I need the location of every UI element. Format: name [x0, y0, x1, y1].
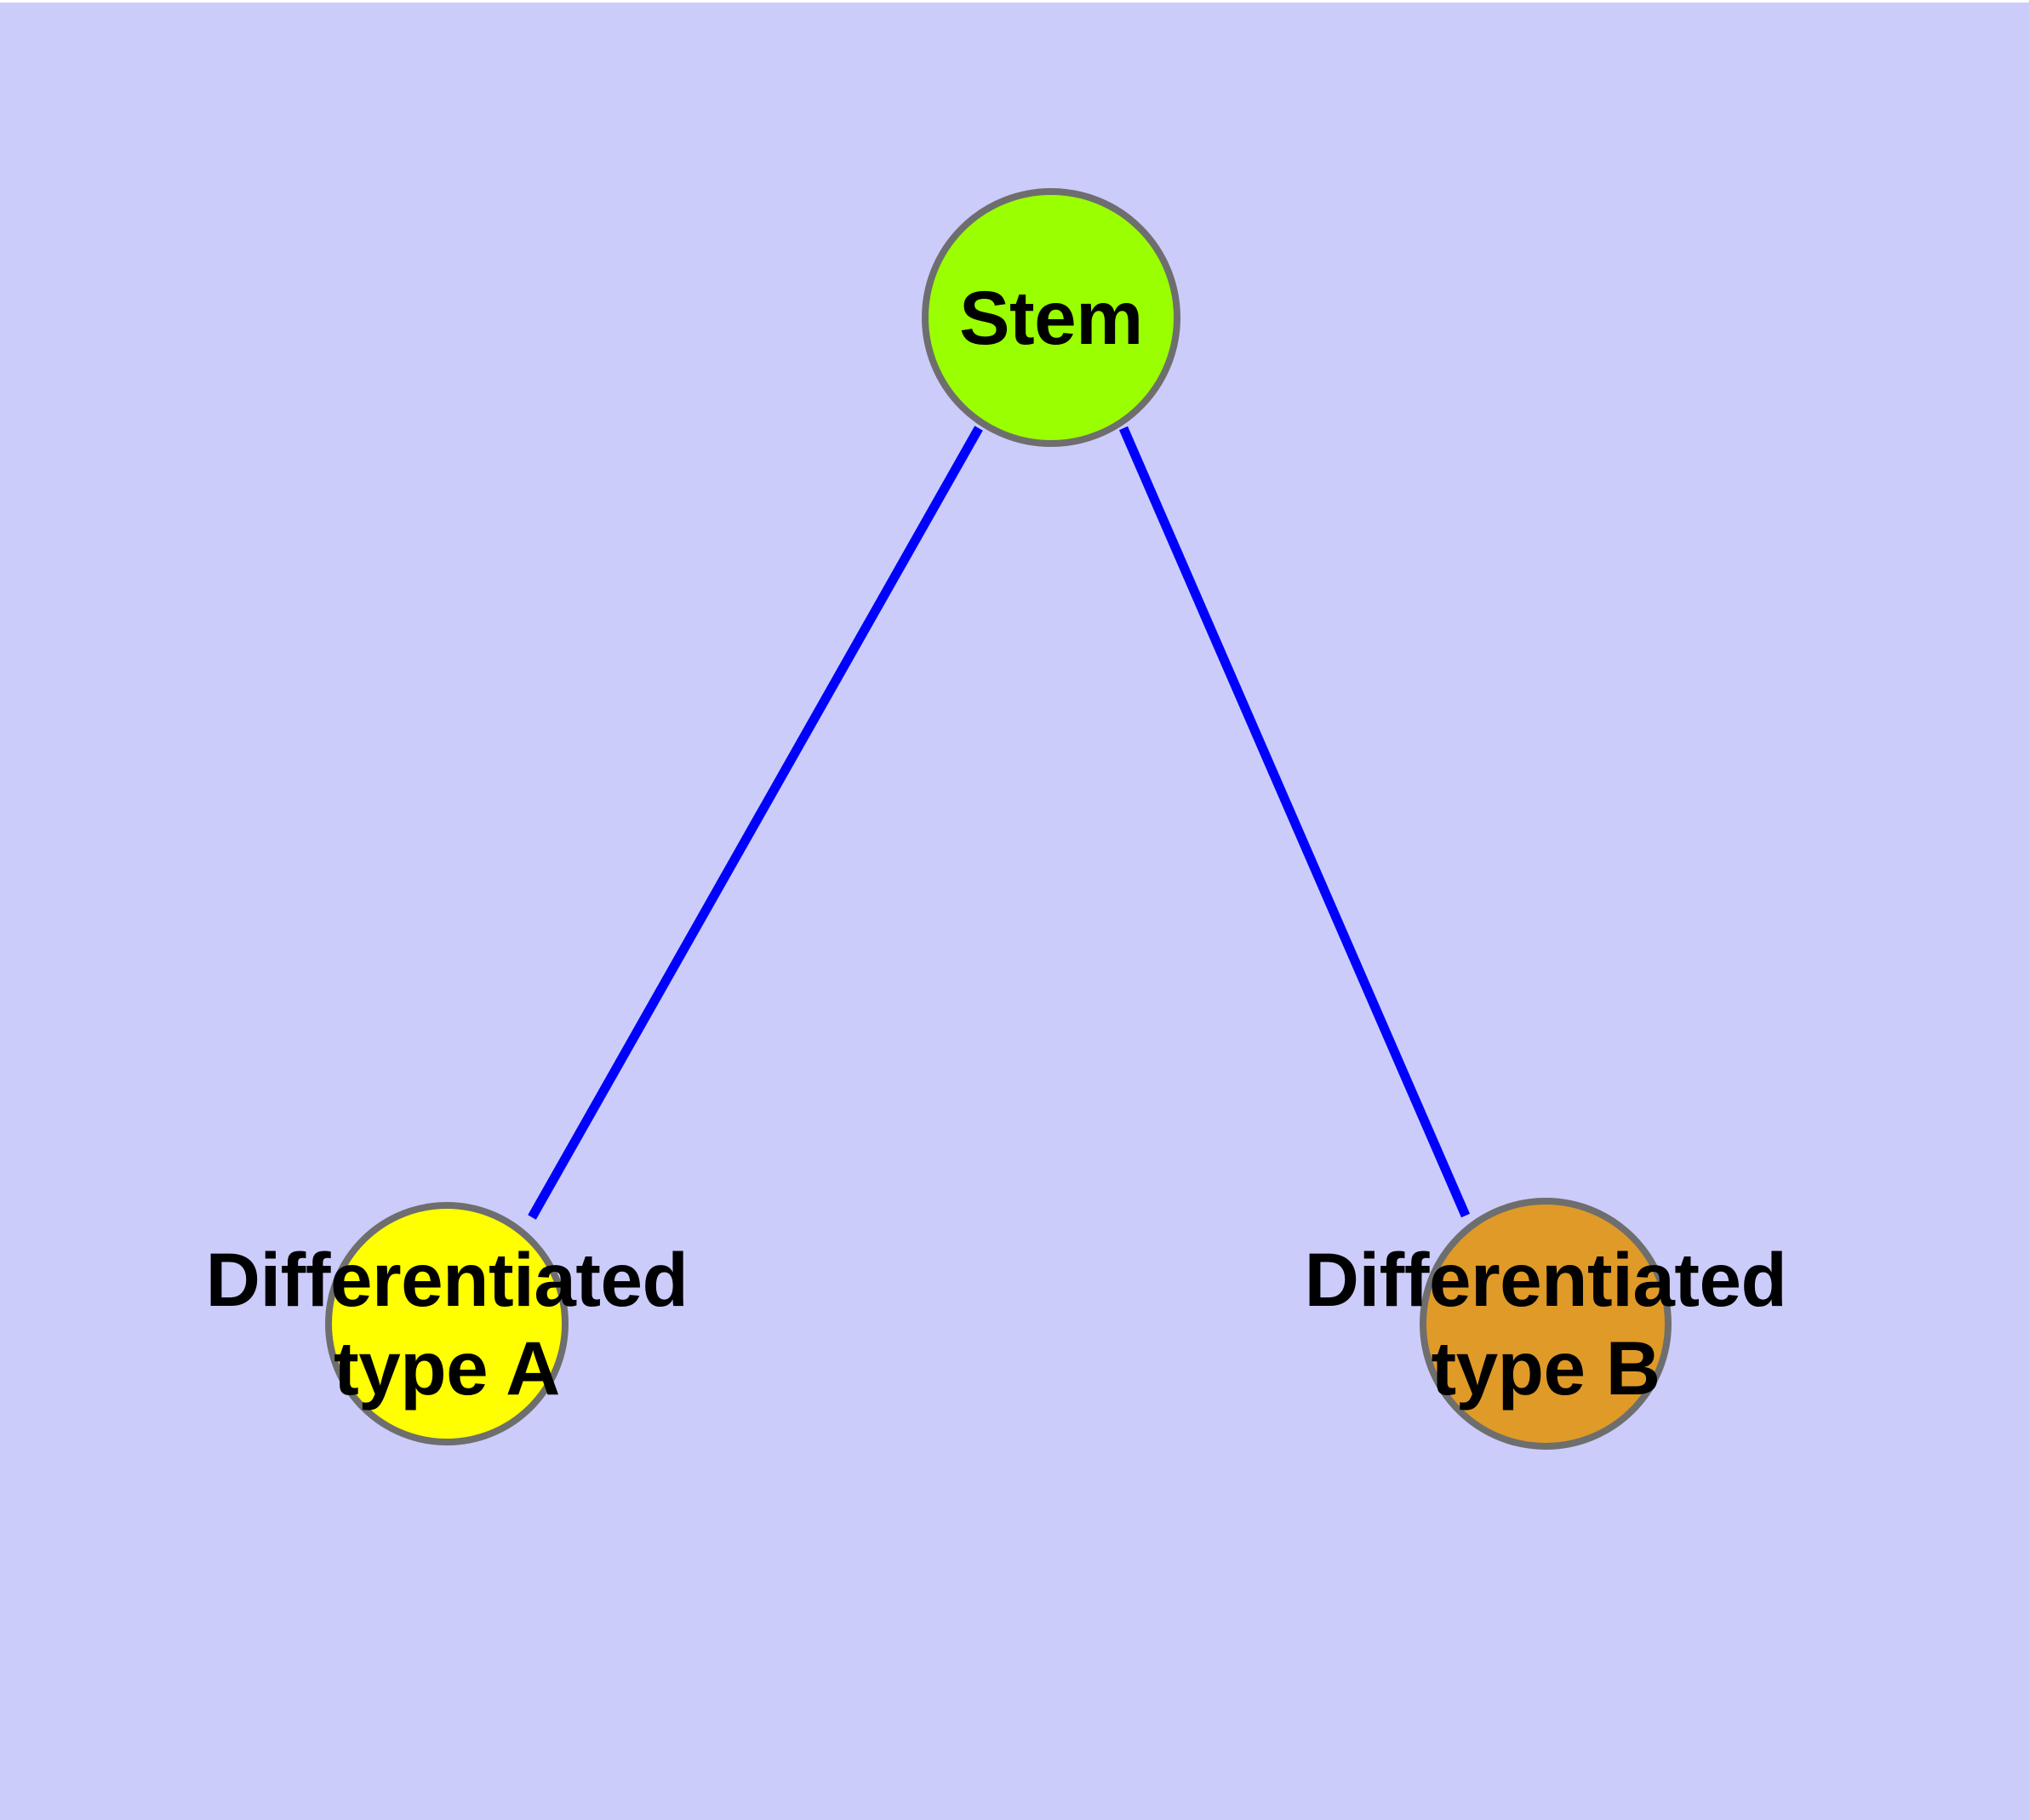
edge-stem-to-differentiated-a[interactable]: [528, 426, 983, 1220]
edge-stem-to-differentiated-b[interactable]: [1118, 426, 1471, 1218]
edge-layer: [528, 426, 1471, 1220]
node-stem[interactable]: [922, 188, 1180, 447]
node-layer: [325, 188, 1672, 1450]
node-differentiated-type-b[interactable]: [1420, 1198, 1672, 1450]
node-differentiated-type-a[interactable]: [325, 1202, 569, 1445]
